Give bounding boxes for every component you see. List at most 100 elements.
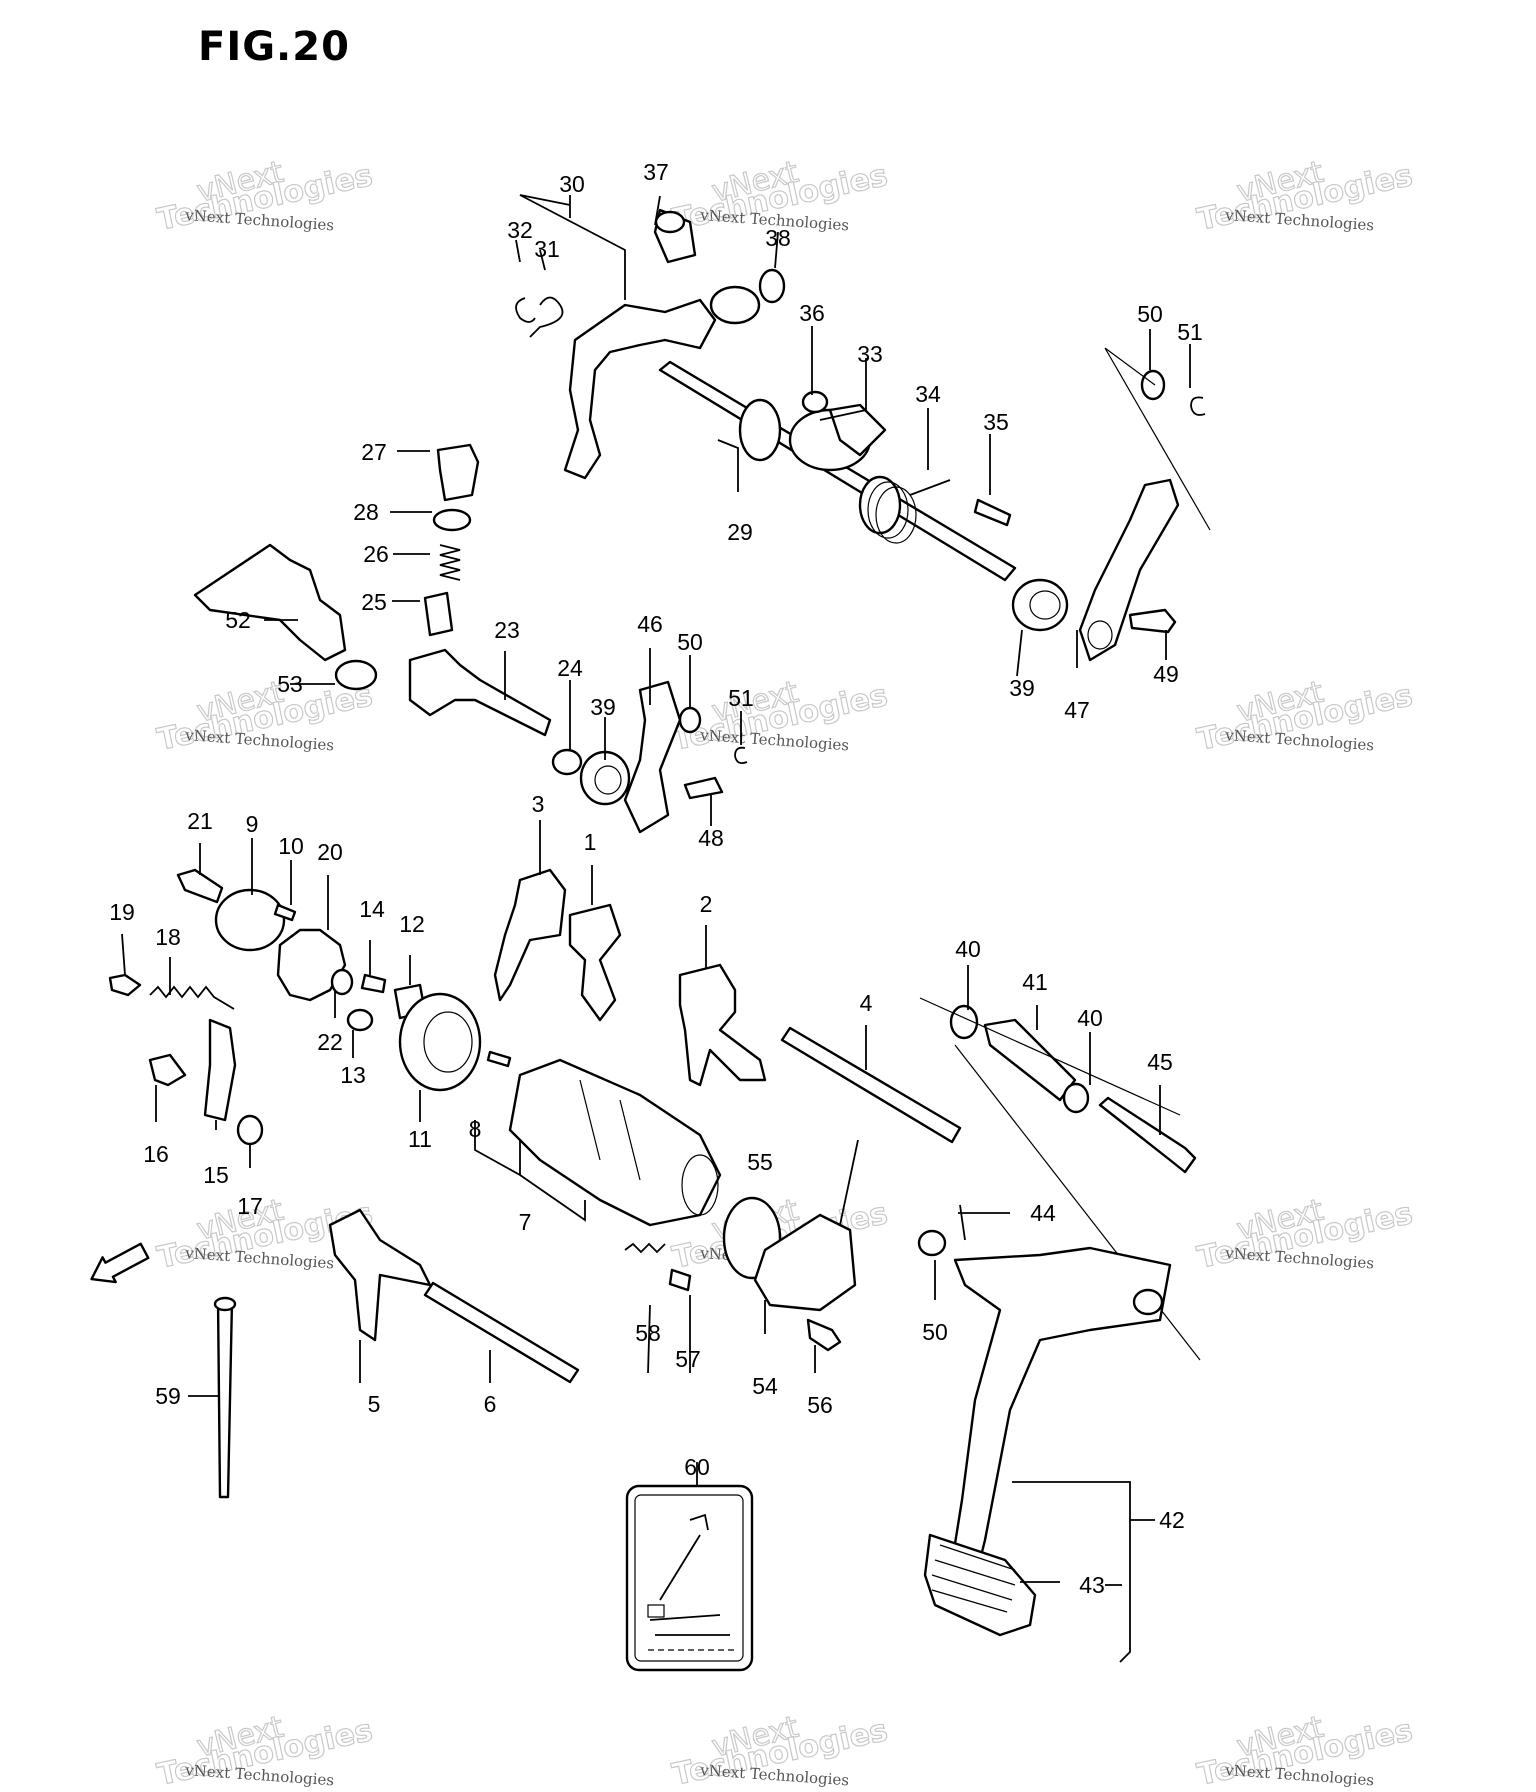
part-53-oring <box>334 659 378 691</box>
callout: 10 <box>278 833 304 859</box>
part-9-plate <box>214 888 286 952</box>
callout: 8 <box>469 1116 482 1142</box>
part-30-boss <box>709 285 761 325</box>
part-11-seal <box>398 992 482 1092</box>
leader-lines <box>121 194 1191 1663</box>
part-7-shift-drum <box>508 1058 722 1227</box>
part-16-bolt <box>148 1053 187 1087</box>
part-50-washer-lower <box>917 1229 947 1257</box>
watermark-small-text: vNext Technologies <box>1224 1244 1375 1272</box>
callout: 15 <box>203 1162 229 1188</box>
part-24-washer <box>551 748 583 776</box>
callout: 37 <box>643 159 669 185</box>
callout: 40 <box>1077 1005 1103 1031</box>
part-18-spring <box>149 985 235 1010</box>
part-52-switch <box>193 543 347 662</box>
callout: 17 <box>237 1193 263 1219</box>
callout: 54 <box>752 1373 778 1399</box>
part-40-oring-left <box>949 1004 979 1040</box>
part-56-bolt <box>806 1318 842 1352</box>
part-38-washer <box>758 268 786 304</box>
callout: 2 <box>700 891 713 917</box>
callout: 28 <box>353 499 379 525</box>
callout: 50 <box>677 629 703 655</box>
watermark-small-text: vNext Technologies <box>184 206 335 234</box>
part-48-bolt <box>683 776 724 800</box>
callout: 4 <box>860 990 873 1016</box>
callout: 49 <box>1153 661 1179 687</box>
fwd-direction-badge: FWD <box>90 1242 150 1284</box>
part-33-clip <box>828 403 887 457</box>
part-60-shift-label <box>625 1484 754 1672</box>
part-27-plug <box>436 443 480 502</box>
callout: 13 <box>340 1062 366 1088</box>
part-54-switch <box>753 1213 857 1312</box>
callout-labels: 1 2 3 4 5 6 7 8 9 10 11 12 13 14 15 16 1… <box>109 159 1203 1598</box>
watermark-small-text: vNext Technologies <box>1224 206 1375 234</box>
part-28-gasket <box>432 508 472 532</box>
callout: 1 <box>584 829 597 855</box>
callout: 23 <box>494 617 520 643</box>
part-43-rubber-pedal <box>923 1533 1037 1637</box>
callout: 57 <box>675 1346 701 1372</box>
callout: 59 <box>155 1383 181 1409</box>
part-6-shaft <box>423 1281 580 1384</box>
part-13-washer <box>346 1008 374 1032</box>
part-44-cotter-pin <box>959 1204 966 1241</box>
part-26-spring <box>439 544 461 581</box>
callout: 43 <box>1079 1572 1105 1598</box>
callout: 55 <box>747 1149 773 1175</box>
callout: 45 <box>1147 1049 1173 1075</box>
watermark-small-text: vNext Technologies <box>184 726 335 754</box>
callout: 6 <box>484 1391 497 1417</box>
part-39-seal-upper <box>1011 578 1069 632</box>
callout: 41 <box>1022 969 1048 995</box>
callout: 29 <box>727 519 753 545</box>
callout: 33 <box>857 341 883 367</box>
callout: 58 <box>635 1320 661 1346</box>
part-58-spring <box>624 1242 666 1254</box>
watermark-small-text: vNext Technologies <box>184 1761 335 1789</box>
callout: 26 <box>363 541 389 567</box>
callout: 60 <box>684 1454 710 1480</box>
callout: 50 <box>1137 301 1163 327</box>
callout: 34 <box>915 381 941 407</box>
part-46-link-arm <box>623 680 682 834</box>
part-17-washer <box>236 1114 264 1146</box>
callout: 9 <box>246 811 259 837</box>
part-32-clip <box>515 297 536 323</box>
watermark-small-text: vNext Technologies <box>699 726 850 754</box>
part-29-collar <box>738 398 782 462</box>
callout: 39 <box>590 694 616 720</box>
callout: 3 <box>532 791 545 817</box>
part-23-cam-shaft <box>408 648 552 737</box>
callout: 46 <box>637 611 663 637</box>
gear-shift-parts: FWD <box>90 208 1211 1672</box>
callout: 50 <box>922 1319 948 1345</box>
part-21-bolt <box>176 868 224 904</box>
part-29-shift-shaft <box>658 360 1017 582</box>
part-57-pin <box>668 1268 692 1292</box>
callout: 18 <box>155 924 181 950</box>
part-35-bolt <box>973 498 1012 527</box>
callout: 47 <box>1064 697 1090 723</box>
callout: 42 <box>1159 1507 1185 1533</box>
part-25-plunger <box>423 591 454 637</box>
callout: 30 <box>559 171 585 197</box>
part-30-shift-arm <box>563 298 717 480</box>
callout: 52 <box>225 607 251 633</box>
callout: 31 <box>534 236 560 262</box>
figure-title: FIG.20 <box>198 24 350 70</box>
callout: 14 <box>359 896 385 922</box>
callout: 44 <box>1030 1200 1056 1226</box>
callout: 40 <box>955 936 981 962</box>
callout: 24 <box>557 655 583 681</box>
part-45-bolt <box>1098 1096 1197 1174</box>
